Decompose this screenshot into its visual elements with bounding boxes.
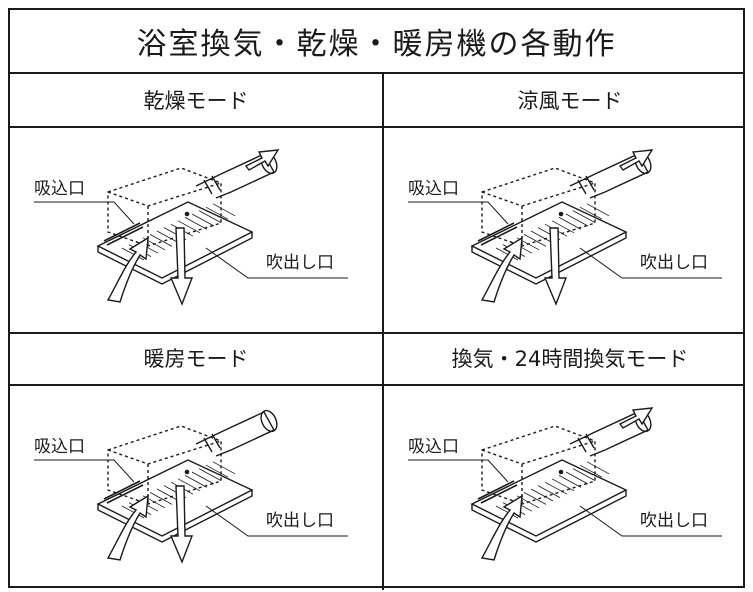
outlet-arrow	[169, 227, 194, 306]
outlet-label: 吹出し口	[640, 511, 708, 531]
intake-leader-line	[408, 459, 509, 483]
outlet-leader-line	[205, 505, 348, 537]
fan-unit	[470, 149, 654, 285]
outlet-arrow	[543, 227, 568, 306]
exhaust-arrow	[618, 407, 654, 429]
ceiling-panel	[96, 459, 254, 543]
mode-label: 乾燥モード	[143, 89, 249, 113]
intake-arrow	[480, 494, 523, 561]
intake-leader-line	[408, 201, 509, 225]
intake-label: 吸込口	[408, 437, 459, 457]
ceiling-panel	[96, 201, 254, 285]
row-divider-middle	[10, 332, 743, 334]
intake-label: 吸込口	[408, 179, 459, 199]
intake-arrow	[106, 494, 149, 561]
fan-unit	[96, 409, 278, 543]
fan-unit	[470, 407, 654, 543]
outlet-leader-line	[205, 247, 348, 279]
outlet-label: 吹出し口	[266, 511, 334, 531]
intake-label: 吸込口	[34, 437, 85, 457]
diagram-frame: 浴室換気・乾燥・暖房機の各動作 乾燥モード吸込口吹出し口涼風モード吸込口吹出し口…	[8, 8, 745, 590]
fan-unit	[96, 149, 280, 285]
outlet-label: 吹出し口	[640, 253, 708, 273]
outlet-leader-line	[579, 505, 722, 537]
intake-leader-line	[34, 459, 135, 483]
outlet-leader-line	[579, 247, 722, 279]
outlet-arrow	[169, 485, 194, 564]
row-divider-bottom	[10, 384, 743, 386]
outlet-label: 吹出し口	[266, 253, 334, 273]
intake-arrow	[106, 236, 149, 303]
page-title: 浴室換気・乾燥・暖房機の各動作	[10, 10, 743, 74]
intake-label: 吸込口	[34, 179, 85, 199]
mode-label: 暖房モード	[143, 347, 249, 371]
mode-label: 涼風モード	[517, 89, 623, 113]
ceiling-panel	[470, 201, 628, 285]
exhaust-arrow	[244, 149, 280, 171]
intake-arrow	[480, 236, 523, 303]
row-divider-top	[10, 126, 743, 128]
mode-label: 換気・24時間換気モード	[451, 347, 689, 371]
exhaust-duct	[195, 409, 278, 457]
intake-leader-line	[34, 201, 135, 225]
exhaust-arrow	[618, 149, 654, 171]
ceiling-panel	[470, 459, 628, 543]
